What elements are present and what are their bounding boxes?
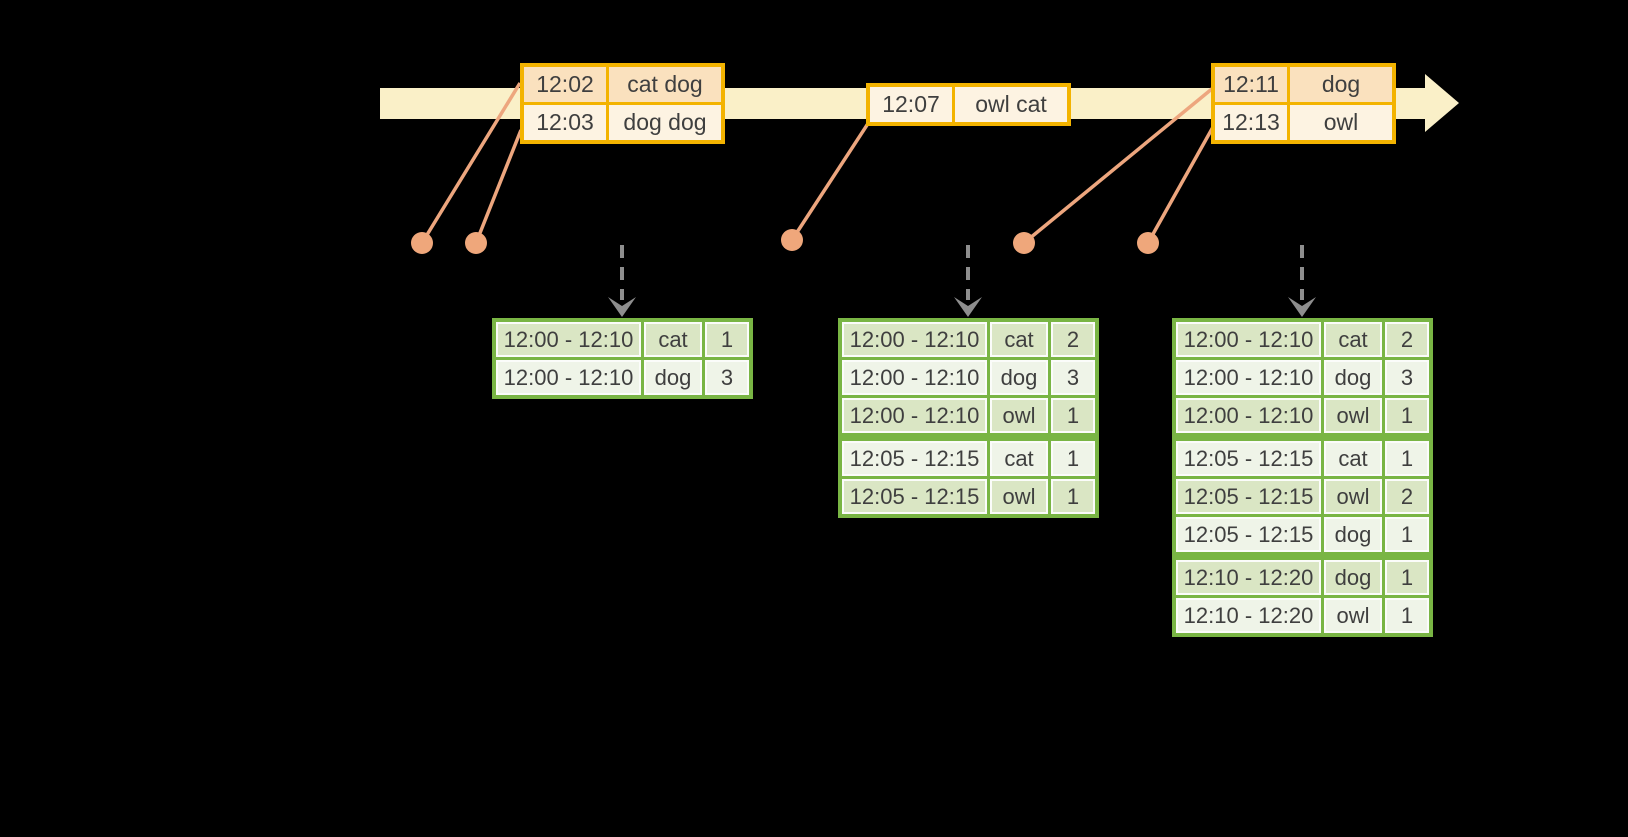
cell-count: 1 — [1385, 560, 1429, 595]
event-dot — [781, 229, 803, 251]
cell-window-range: 12:05 - 12:15 — [842, 479, 987, 514]
event-dot — [1013, 232, 1035, 254]
cell-window-range: 12:05 - 12:15 — [1176, 479, 1321, 514]
cell-count: 1 — [1385, 598, 1429, 633]
cell-window-range: 12:00 - 12:10 — [496, 322, 641, 357]
cell-window-range: 12:10 - 12:20 — [1176, 598, 1321, 633]
cell-event-words: dog dog — [609, 105, 721, 140]
cell-word: dog — [990, 360, 1048, 395]
trigger-arrowhead-icon — [1288, 297, 1316, 317]
cell-count: 3 — [1051, 360, 1095, 395]
cell-event-time: 12:02 — [524, 67, 606, 102]
cell-count: 1 — [1051, 479, 1095, 514]
cell-window-range: 12:10 - 12:20 — [1176, 560, 1321, 595]
cell-window-range: 12:05 - 12:15 — [1176, 441, 1321, 476]
event-connector-line — [790, 121, 871, 241]
cell-window-range: 12:05 - 12:15 — [1176, 517, 1321, 552]
cell-count: 3 — [705, 360, 749, 395]
cell-word: owl — [1324, 598, 1382, 633]
event-connector-line — [474, 129, 523, 244]
timeline-arrowhead-icon — [1425, 74, 1459, 132]
cell-count: 1 — [1385, 398, 1429, 433]
cell-word: cat — [1324, 441, 1382, 476]
cell-event-words: dog — [1290, 67, 1392, 102]
cell-word: owl — [1324, 479, 1382, 514]
trigger-arrowhead-icon — [608, 297, 636, 317]
cell-word: dog — [1324, 517, 1382, 552]
cell-count: 1 — [1051, 441, 1095, 476]
cell-count: 3 — [1385, 360, 1429, 395]
cell-count: 1 — [1385, 441, 1429, 476]
cell-word: cat — [990, 441, 1048, 476]
cell-event-words: owl — [1290, 105, 1392, 140]
cell-word: dog — [1324, 360, 1382, 395]
cell-event-time: 12:03 — [524, 105, 606, 140]
event-dot — [465, 232, 487, 254]
event-connector-line — [1146, 126, 1215, 244]
cell-count: 1 — [1385, 517, 1429, 552]
trigger-arrow — [1288, 245, 1316, 317]
cell-event-words: owl cat — [955, 87, 1067, 122]
cell-window-range: 12:00 - 12:10 — [1176, 360, 1321, 395]
cell-count: 1 — [705, 322, 749, 357]
cell-count: 2 — [1385, 322, 1429, 357]
cell-window-range: 12:00 - 12:10 — [842, 360, 987, 395]
event-dot — [411, 232, 433, 254]
cell-word: owl — [1324, 398, 1382, 433]
cell-word: dog — [644, 360, 702, 395]
cell-count: 1 — [1051, 398, 1095, 433]
trigger-arrowhead-icon — [954, 297, 982, 317]
cell-word: cat — [1324, 322, 1382, 357]
cell-count: 2 — [1051, 322, 1095, 357]
cell-word: owl — [990, 479, 1048, 514]
event-dot — [1137, 232, 1159, 254]
cell-word: cat — [644, 322, 702, 357]
cell-window-range: 12:00 - 12:10 — [1176, 398, 1321, 433]
window-group-separator — [842, 436, 1095, 438]
cell-word: dog — [1324, 560, 1382, 595]
cell-word: cat — [990, 322, 1048, 357]
cell-window-range: 12:00 - 12:10 — [842, 398, 987, 433]
cell-count: 2 — [1385, 479, 1429, 514]
window-group-separator — [1176, 436, 1429, 438]
event-connector-line — [1022, 86, 1215, 245]
event-connector-line — [420, 82, 522, 244]
cell-word: owl — [990, 398, 1048, 433]
cell-window-range: 12:00 - 12:10 — [496, 360, 641, 395]
cell-window-range: 12:00 - 12:10 — [1176, 322, 1321, 357]
trigger-arrow — [608, 245, 636, 317]
window-group-separator — [1176, 555, 1429, 557]
cell-event-words: cat dog — [609, 67, 721, 102]
cell-window-range: 12:00 - 12:10 — [842, 322, 987, 357]
cell-event-time: 12:13 — [1215, 105, 1287, 140]
trigger-arrow — [954, 245, 982, 317]
cell-event-time: 12:07 — [870, 87, 952, 122]
cell-window-range: 12:05 - 12:15 — [842, 441, 987, 476]
cell-event-time: 12:11 — [1215, 67, 1287, 102]
